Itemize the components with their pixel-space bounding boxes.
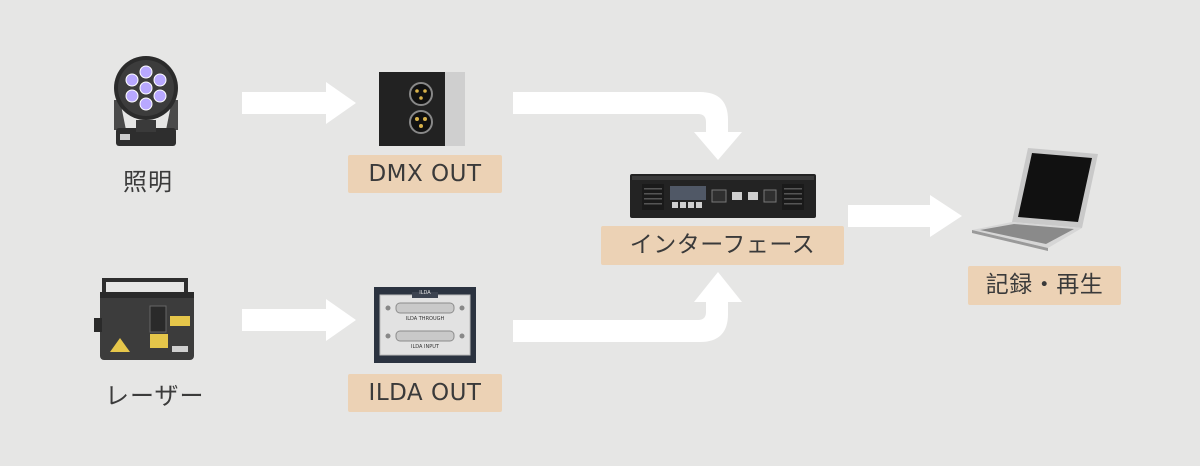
laser-projector-icon [94, 278, 194, 360]
arrow-interface-to-computer [848, 195, 962, 237]
db25-connector-icon [374, 287, 476, 363]
dmx-out-badge: DMX OUT [348, 155, 502, 193]
lighting-label: 照明 [123, 168, 173, 196]
ilda-out-badge: ILDA OUT [348, 374, 502, 412]
rack-interface-icon [630, 174, 816, 218]
arrow-ilda-to-interface [513, 272, 742, 342]
ilda-panel-title: ILDA [419, 290, 431, 296]
moving-head-light-icon [114, 56, 178, 146]
arrow-dmx-to-interface [513, 92, 742, 160]
arrow-laser-to-ilda [242, 299, 356, 341]
xlr-connector-icon [379, 72, 465, 146]
laser-label: レーザー [105, 382, 205, 410]
laptop-icon [972, 148, 1098, 251]
ilda-port-panel: ILDA ILDA THROUGH ILDA INPUT [374, 287, 476, 363]
ilda-through-label: ILDA THROUGH [405, 316, 445, 322]
arrow-lighting-to-dmx [242, 82, 356, 124]
computer-badge: 記録・再生 [968, 266, 1121, 305]
interface-badge: インターフェース [601, 226, 844, 265]
ilda-input-label: ILDA INPUT [411, 344, 439, 350]
